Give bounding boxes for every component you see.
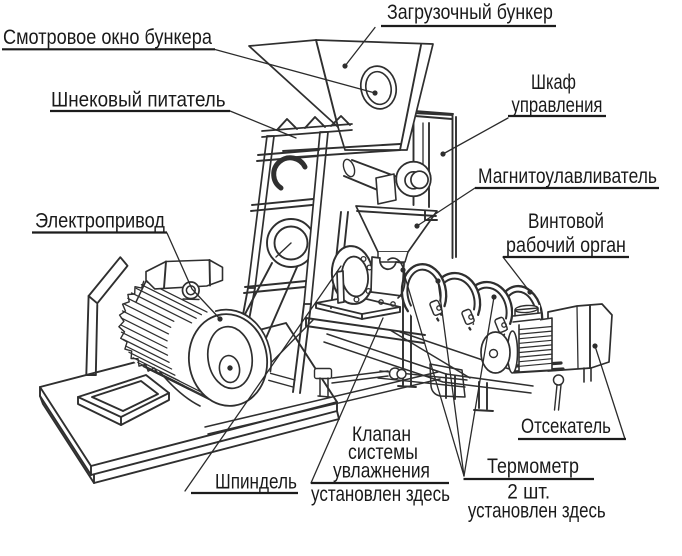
svg-text:Шкаф: Шкаф <box>531 70 576 93</box>
svg-text:увлажнения: увлажнения <box>333 460 430 483</box>
svg-text:Электропривод: Электропривод <box>35 209 165 233</box>
svg-text:рабочий орган: рабочий орган <box>506 234 626 258</box>
svg-text:системы: системы <box>348 441 418 465</box>
svg-text:Смотровое окно бункера: Смотровое окно бункера <box>3 26 212 50</box>
svg-text:Клапан: Клапан <box>352 424 411 447</box>
svg-text:Отсекатель: Отсекатель <box>521 415 611 438</box>
svg-text:установлен здесь: установлен здесь <box>311 483 450 506</box>
svg-text:Шнековый питатель: Шнековый питатель <box>51 89 226 112</box>
svg-text:управления: управления <box>512 94 603 117</box>
svg-text:Термометр: Термометр <box>487 455 579 479</box>
svg-text:Шпиндель: Шпиндель <box>215 471 297 494</box>
svg-text:Магнитоулавливатель: Магнитоулавливатель <box>478 166 657 189</box>
svg-text:Загрузочный бункер: Загрузочный бункер <box>387 1 553 25</box>
svg-text:установлен здесь: установлен здесь <box>468 500 606 523</box>
svg-text:2 шт.: 2 шт. <box>507 481 550 504</box>
svg-text:Винтовой: Винтовой <box>528 210 604 233</box>
